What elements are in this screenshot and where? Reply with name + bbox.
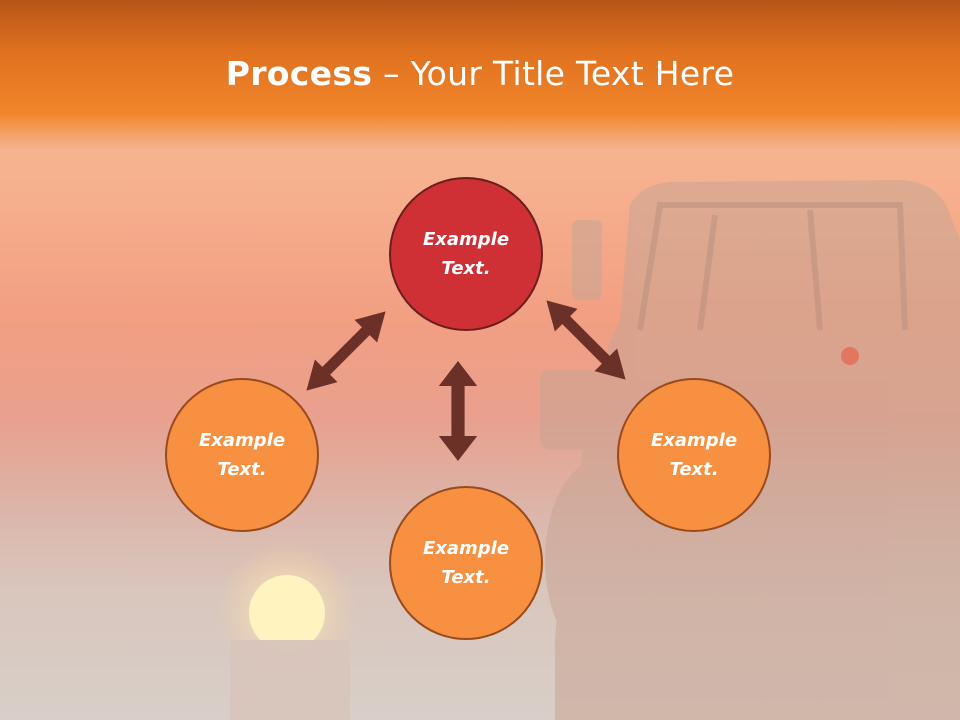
arrow-top-bottom — [438, 361, 478, 461]
node-right: Example Text. — [617, 378, 771, 532]
node-bottom: Example Text. — [389, 486, 543, 640]
header-band — [0, 0, 960, 150]
title-bold: Process — [225, 54, 373, 93]
title-rest: – Your Title Text Here — [372, 54, 735, 93]
arrow-top-left — [306, 311, 386, 391]
sun — [249, 575, 325, 651]
arrow-top-right — [546, 300, 626, 380]
tail-light — [841, 347, 859, 365]
slide-title: Process – Your Title Text Here — [0, 52, 960, 96]
node-top: Example Text. — [389, 177, 543, 331]
node-left: Example Text. — [165, 378, 319, 532]
